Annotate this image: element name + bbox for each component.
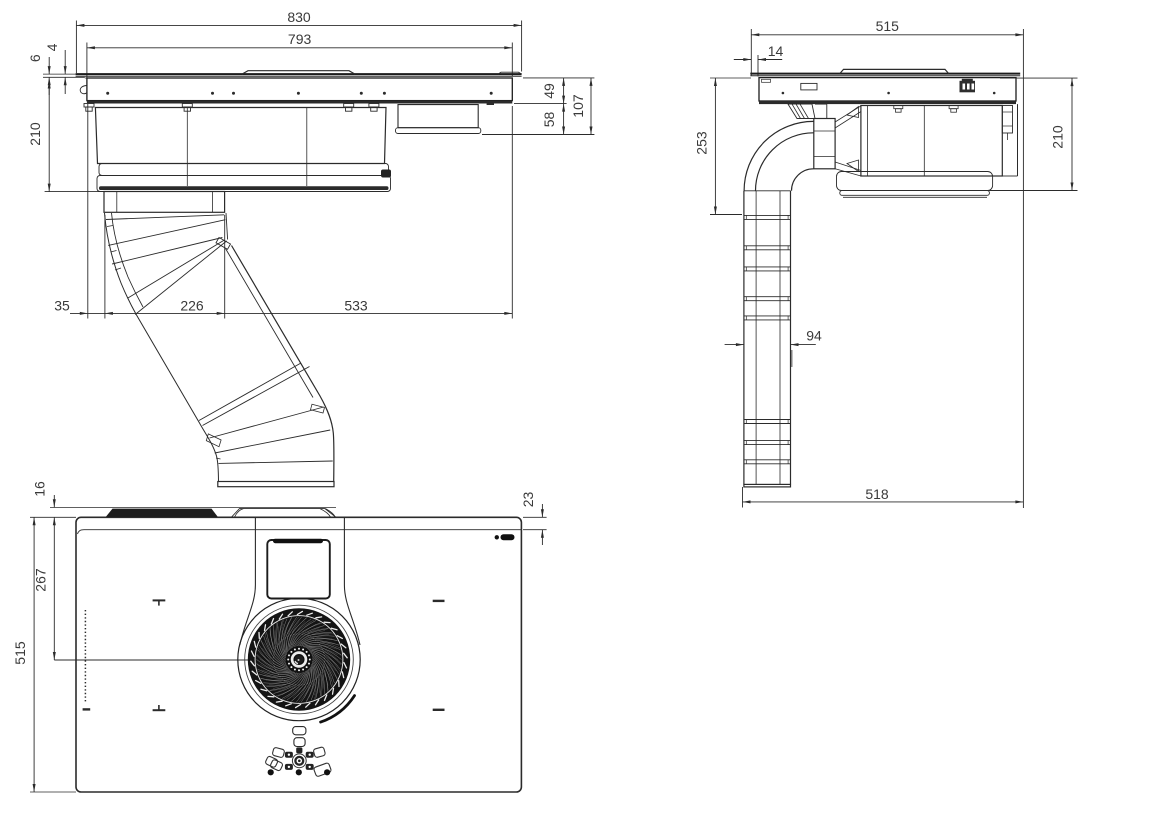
svg-text:515: 515	[876, 18, 900, 34]
svg-text:94: 94	[806, 328, 822, 344]
svg-text:518: 518	[865, 486, 889, 502]
svg-text:23: 23	[520, 492, 536, 508]
svg-text:830: 830	[287, 9, 311, 25]
svg-text:35: 35	[54, 298, 70, 314]
svg-text:267: 267	[33, 568, 49, 592]
svg-text:210: 210	[27, 122, 43, 146]
svg-text:14: 14	[768, 43, 784, 59]
svg-text:515: 515	[12, 641, 28, 665]
svg-text:210: 210	[1050, 125, 1066, 149]
svg-text:49: 49	[541, 83, 557, 99]
svg-text:253: 253	[694, 131, 710, 155]
svg-text:58: 58	[541, 112, 557, 128]
svg-text:533: 533	[344, 298, 368, 314]
svg-text:107: 107	[570, 94, 586, 118]
svg-text:4: 4	[44, 43, 60, 51]
svg-text:226: 226	[180, 298, 204, 314]
svg-text:6: 6	[27, 54, 43, 62]
svg-text:793: 793	[288, 31, 312, 47]
svg-text:16: 16	[32, 481, 48, 497]
